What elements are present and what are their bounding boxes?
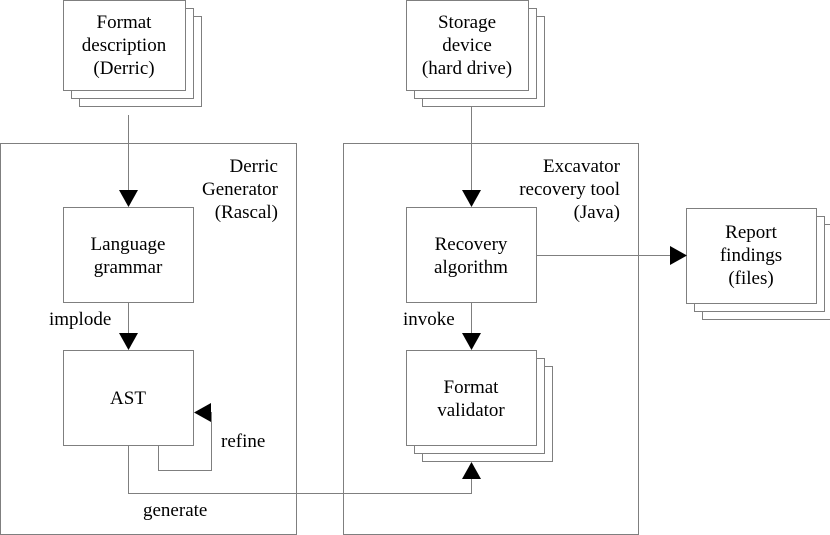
excavator-title-line-2: recovery tool (519, 179, 620, 200)
recovery-algorithm-label: Recovery algorithm (406, 233, 536, 279)
ast-box (63, 350, 194, 446)
arrow-refine-loop (158, 403, 212, 471)
arrow-storage-to-recovery (462, 107, 481, 207)
arrow-recovery-to-report (537, 246, 687, 265)
format-validator-label: Format validator (406, 376, 536, 422)
language-grammar-line-2: grammar (93, 257, 163, 278)
arrow-implode (119, 303, 138, 350)
storage-device-line-2: device (442, 35, 492, 56)
storage-device-line-3: (hard drive) (421, 58, 513, 79)
recovery-algorithm-box (406, 207, 537, 303)
language-grammar-box (63, 207, 194, 303)
storage-device-stack (406, 0, 545, 107)
format-description-label: Format description (Derric) (63, 11, 185, 80)
storage-device-label: Storage device (hard drive) (406, 11, 528, 80)
format-validator-line-1: Format (443, 377, 499, 398)
ast-label: AST (110, 388, 146, 409)
arrow-generate (128, 446, 481, 494)
format-description-line-2: description (81, 35, 167, 56)
report-findings-stack (686, 208, 830, 320)
excavator-title-line-1: Excavator (542, 156, 620, 177)
recovery-algorithm-line-2: algorithm (434, 257, 508, 278)
format-description-line-1: Format (96, 12, 152, 33)
derric-generator-title-line-2: Generator (202, 179, 278, 200)
arrow-invoke (462, 303, 481, 350)
generate-label: generate (143, 500, 208, 521)
arrow-format-to-grammar (119, 115, 138, 207)
refine-label: refine (221, 431, 266, 452)
format-validator-stack (406, 350, 553, 462)
derric-generator-title-line-3: (Rascal) (214, 202, 278, 223)
format-description-line-3: (Derric) (93, 58, 155, 79)
report-findings-line-2: findings (719, 245, 783, 266)
excavator-title: Excavator recovery tool (Java) (468, 155, 620, 224)
report-findings-line-1: Report (725, 222, 777, 243)
derric-generator-title-line-1: Derric (229, 156, 278, 177)
storage-device-line-1: Storage (437, 12, 497, 33)
derric-generator-title: Derric Generator (Rascal) (150, 155, 278, 224)
implode-label: implode (49, 309, 112, 330)
recovery-algorithm-line-1: Recovery (434, 234, 508, 255)
language-grammar-label: Language grammar (63, 233, 193, 279)
format-description-stack (63, 0, 202, 107)
format-validator-line-2: validator (437, 400, 505, 421)
report-findings-line-3: (files) (728, 268, 774, 289)
report-findings-label: Report findings (files) (686, 221, 816, 290)
language-grammar-line-1: Language (90, 234, 166, 255)
excavator-title-line-3: (Java) (573, 202, 620, 223)
invoke-label: invoke (403, 309, 455, 330)
